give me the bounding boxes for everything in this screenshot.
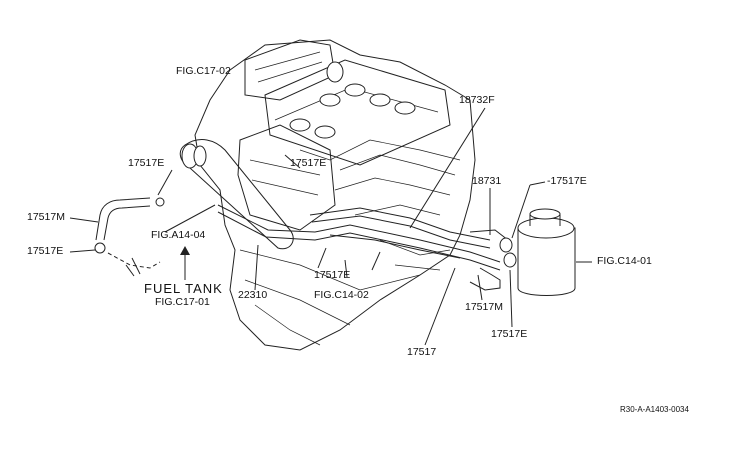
- label-17517: 17517: [407, 346, 437, 358]
- leader-lines: [69, 107, 592, 346]
- label-fuel-tank: FUEL TANK: [144, 281, 223, 296]
- label-18732f: 18732F: [459, 94, 495, 106]
- reference-code: R30-A-A1403-0034: [620, 405, 689, 414]
- label-17517e-upper-center: 17517E: [290, 157, 327, 169]
- label-fig-c17-02: FIG.C17-02: [176, 65, 231, 77]
- charcoal-canister: [517, 208, 576, 296]
- fuel-line-assembly: [94, 197, 517, 291]
- label-17517e-upper-left: 17517E: [128, 157, 165, 169]
- label-22310: 22310: [238, 289, 268, 301]
- label-fig-c14-02: FIG.C14-02: [314, 289, 369, 301]
- label-fig-a14-04: FIG.A14-04: [151, 229, 206, 241]
- label-fig-c14-01: FIG.C14-01: [597, 255, 652, 267]
- engine-illustration: [179, 39, 476, 351]
- label-fig-c17-01: FIG.C17-01: [155, 296, 210, 308]
- label-17517e-lower-right: 17517E: [491, 328, 528, 340]
- label-17517m-left: 17517M: [27, 211, 65, 223]
- label-17517m-right: 17517M: [465, 301, 503, 313]
- label-18731: 18731: [472, 175, 502, 187]
- label-17517e-center: 17517E: [314, 269, 351, 281]
- label-17517e-left: 17517E: [27, 245, 64, 257]
- label-17517e-upper-right: -17517E: [547, 175, 587, 187]
